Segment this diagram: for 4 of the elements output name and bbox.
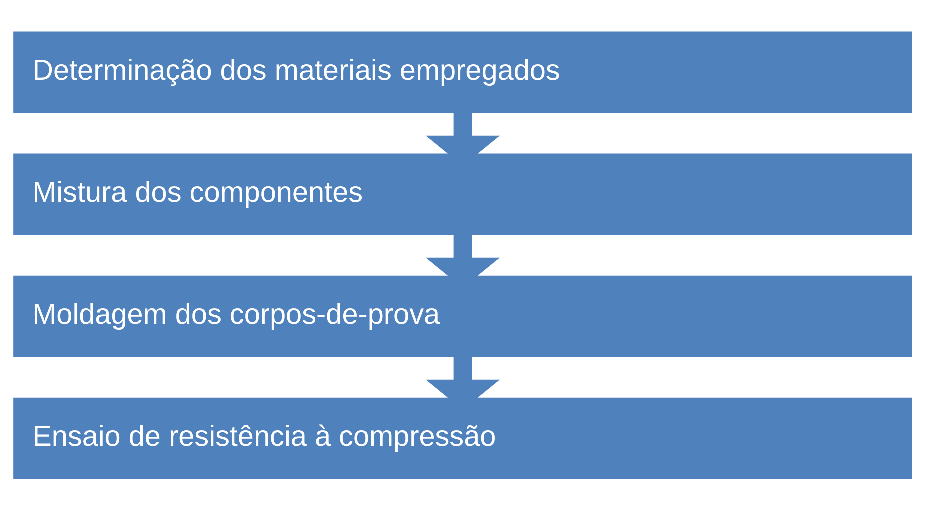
node-box: Determinação dos materiais empregados <box>13 31 912 113</box>
node-box: Moldagem dos corpos-de-prova <box>13 275 912 357</box>
node-box: Mistura dos componentes <box>13 153 912 235</box>
node-box: Ensaio de resistência à compressão <box>13 397 912 479</box>
